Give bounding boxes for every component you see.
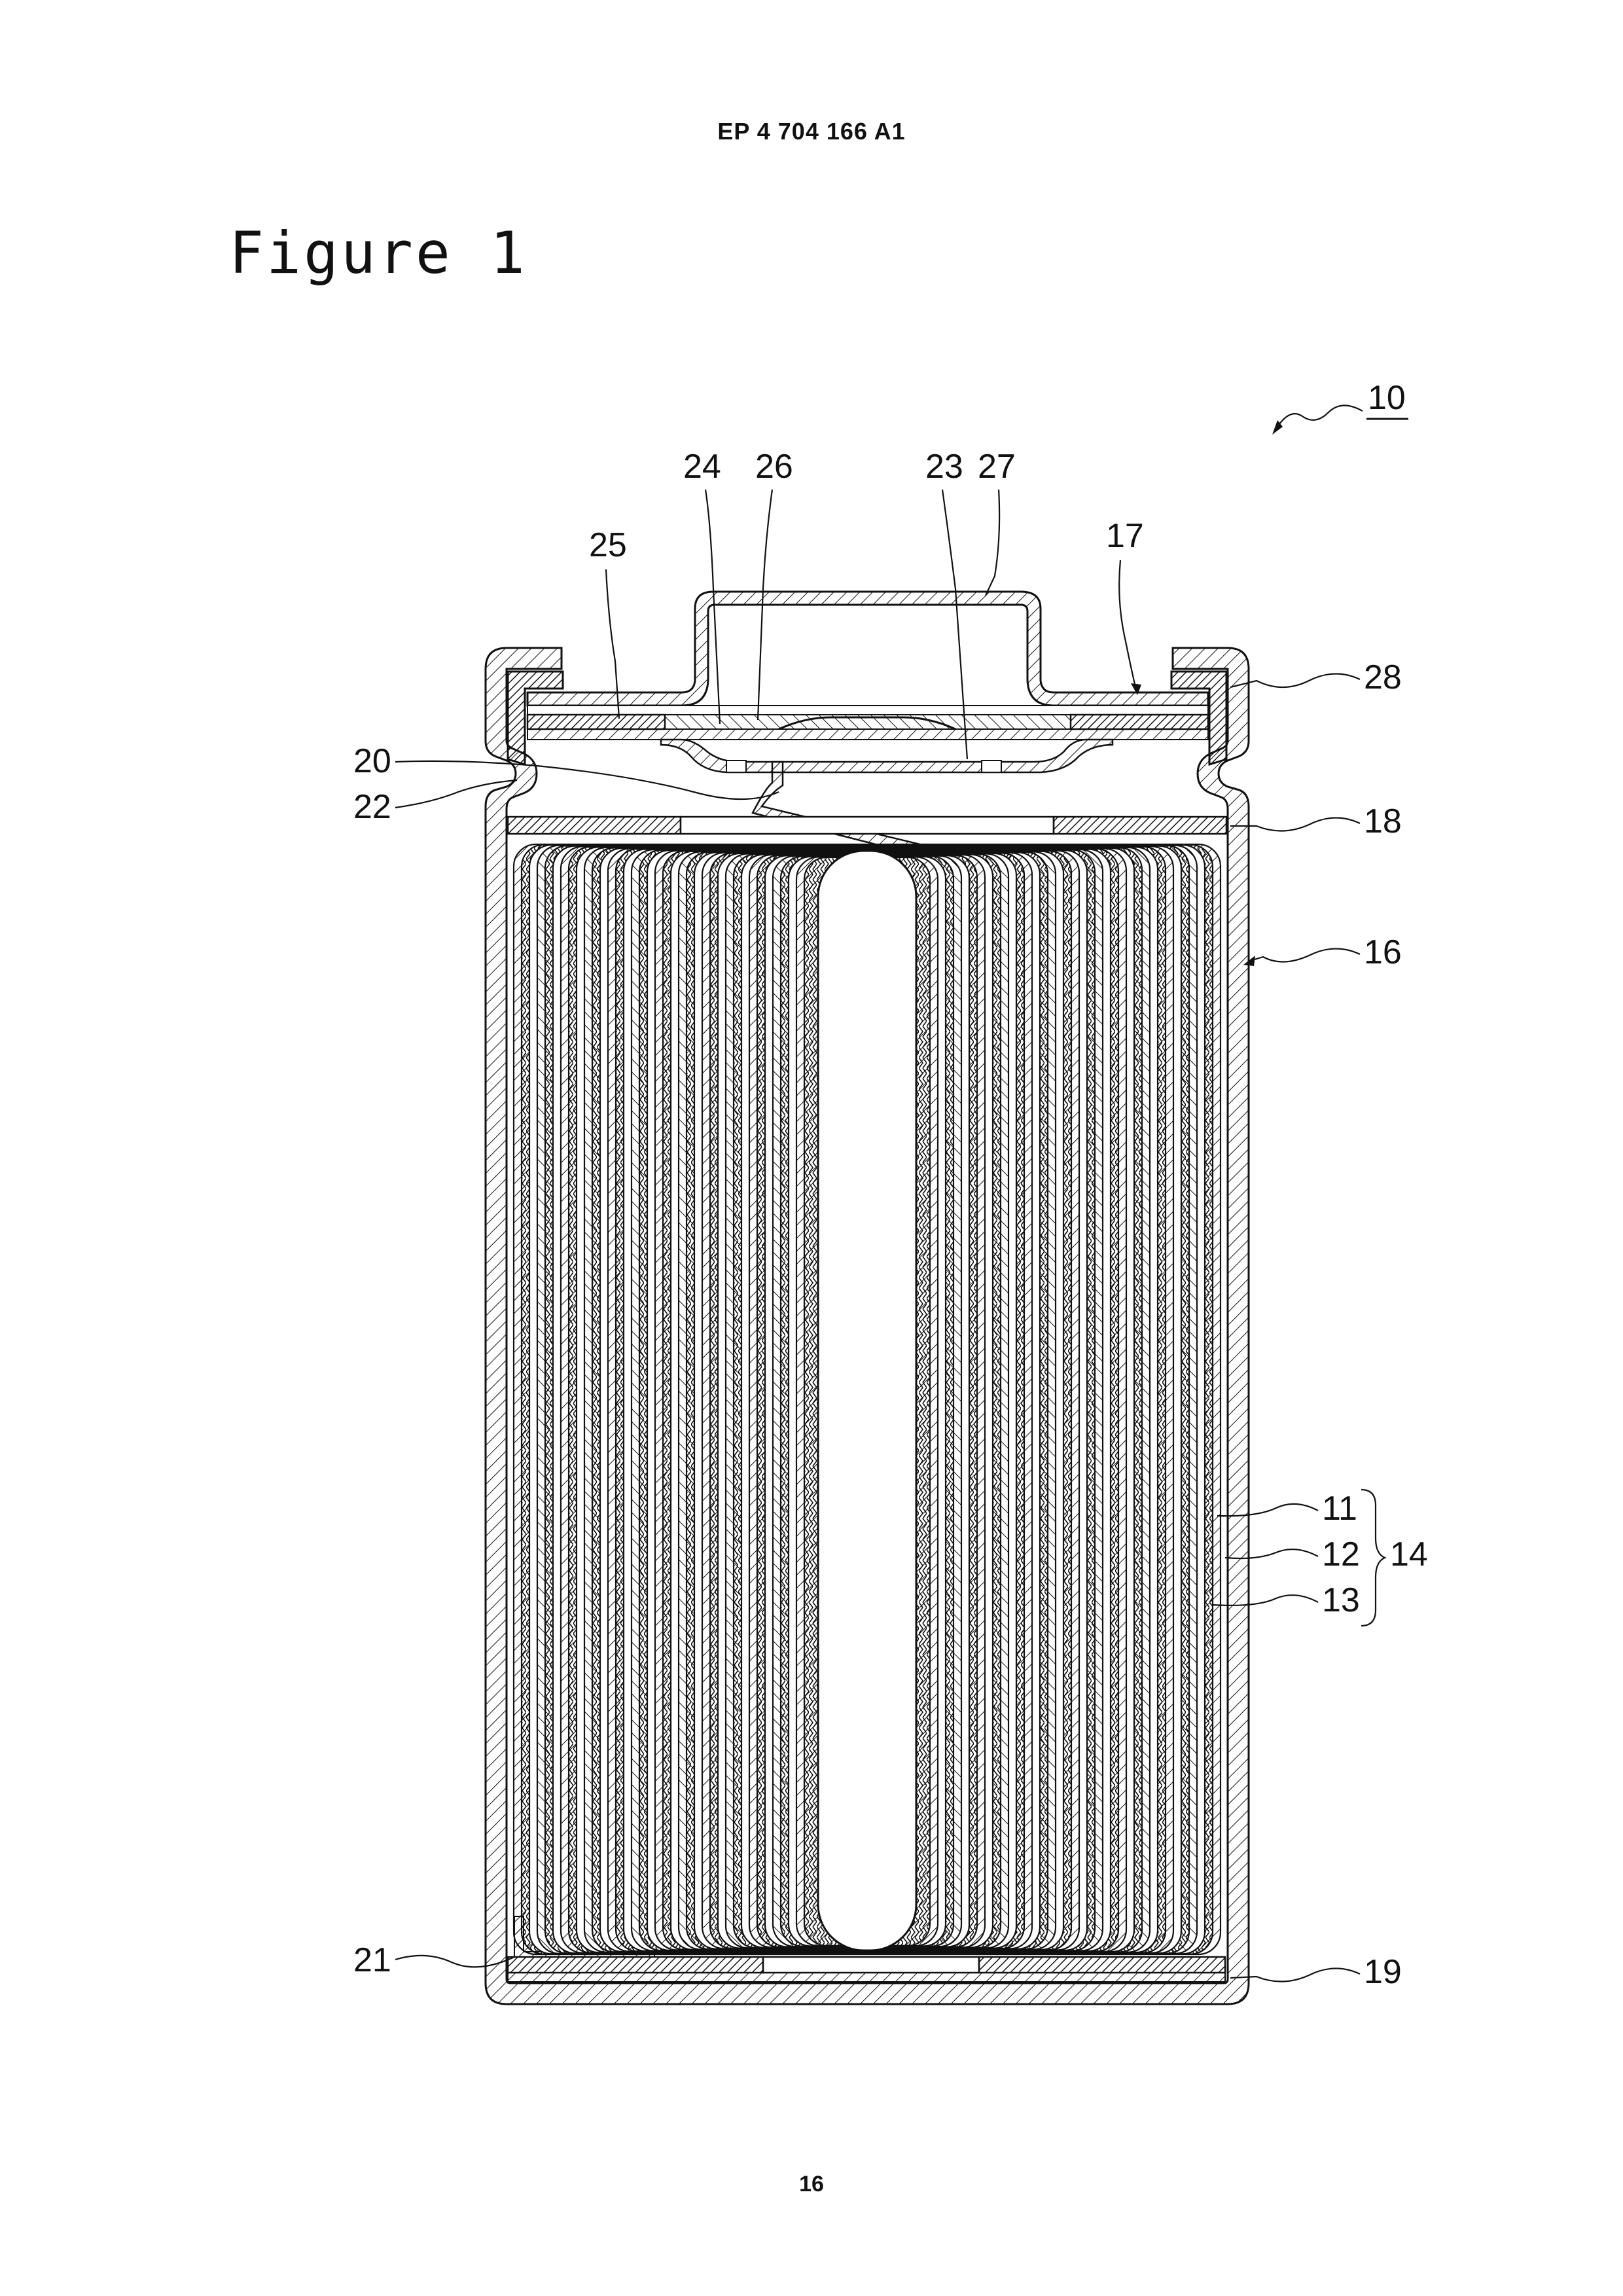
label-21: 21 bbox=[353, 1941, 391, 1979]
upper-insulating-plate bbox=[508, 817, 1226, 834]
label-19: 19 bbox=[1364, 1953, 1402, 1991]
label-20: 20 bbox=[353, 742, 391, 780]
label-16: 16 bbox=[1364, 933, 1402, 971]
label-24: 24 bbox=[683, 448, 721, 486]
sealing-assembly bbox=[527, 592, 1208, 772]
label-13: 13 bbox=[1322, 1581, 1360, 1619]
label-12: 12 bbox=[1322, 1535, 1360, 1573]
label-23: 23 bbox=[925, 448, 963, 486]
page-number: 16 bbox=[0, 2172, 1623, 2197]
label-22: 22 bbox=[353, 788, 391, 826]
label-18: 18 bbox=[1364, 802, 1402, 840]
label-28: 28 bbox=[1364, 658, 1402, 696]
label-25: 25 bbox=[589, 526, 627, 564]
label-14: 14 bbox=[1390, 1535, 1428, 1573]
label-26: 26 bbox=[755, 448, 793, 486]
label-27: 27 bbox=[978, 448, 1016, 486]
winding-core bbox=[818, 851, 916, 1950]
label-17: 17 bbox=[1106, 517, 1144, 555]
lower-insulating-plate bbox=[508, 1957, 1225, 1982]
label-11: 11 bbox=[1322, 1490, 1357, 1528]
label-10: 10 bbox=[1368, 379, 1406, 417]
